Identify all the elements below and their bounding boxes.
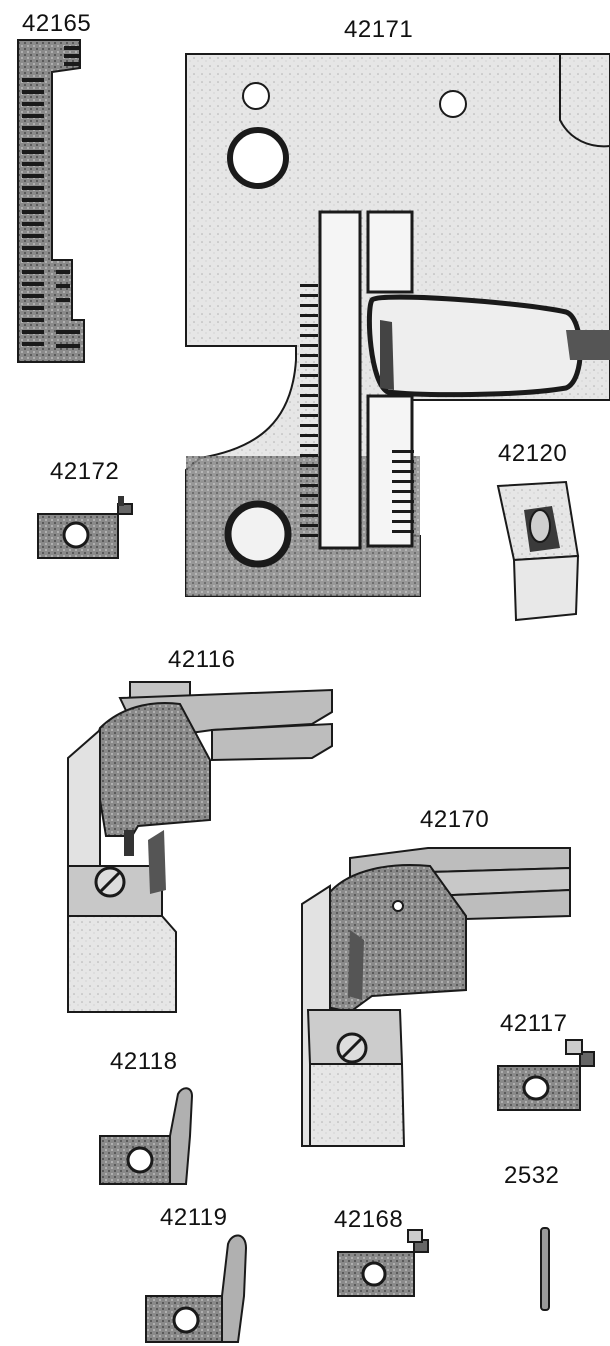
part-42116-presser-foot — [67, 681, 333, 1013]
label-42117: 42117 — [500, 1010, 568, 1037]
label-42172: 42172 — [50, 458, 120, 485]
part-42168-bracket — [337, 1229, 429, 1297]
part-42118-bracket — [99, 1087, 194, 1185]
part-42172-bracket — [37, 496, 133, 559]
part-2532-pin — [540, 1227, 550, 1311]
label-42165: 42165 — [22, 10, 92, 37]
label-42116: 42116 — [168, 646, 236, 673]
part-42120-block — [496, 480, 580, 622]
part-42170-presser-foot — [301, 847, 571, 1147]
label-42170: 42170 — [420, 806, 490, 833]
part-42117-bracket — [497, 1039, 595, 1111]
label-42119: 42119 — [160, 1204, 228, 1231]
part-42171-throat-plate — [185, 53, 610, 597]
part-42119-bracket — [145, 1234, 248, 1343]
label-2532: 2532 — [504, 1162, 560, 1189]
label-42168: 42168 — [334, 1206, 404, 1233]
label-42118: 42118 — [110, 1048, 178, 1075]
label-42120: 42120 — [498, 440, 568, 467]
label-42171: 42171 — [344, 16, 414, 43]
part-42165-feed-dog — [17, 39, 85, 363]
